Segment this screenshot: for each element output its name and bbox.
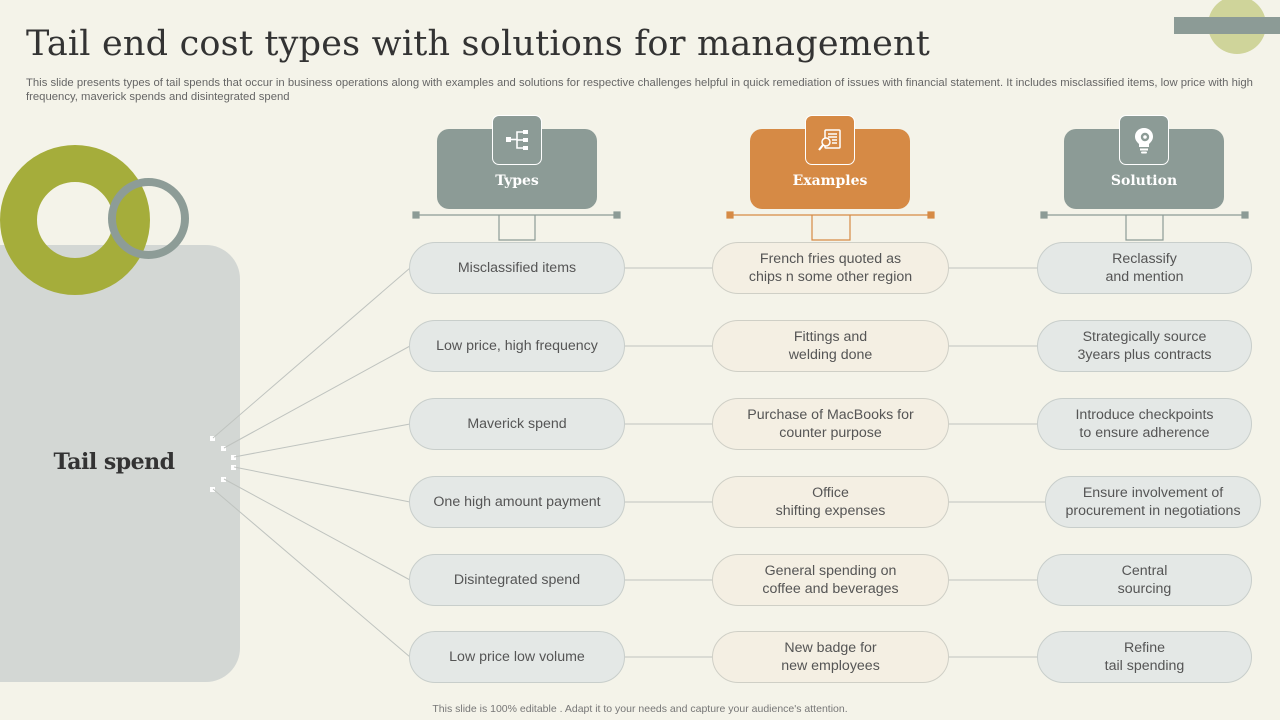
type-pill: One high amount payment [409, 476, 625, 528]
example-pill: Purchase of MacBooks for counter purpose [712, 398, 949, 450]
bracket-types [412, 211, 621, 241]
document-search-icon [805, 115, 855, 165]
solution-pill: Introduce checkpoints to ensure adherenc… [1037, 398, 1252, 450]
header-solution: Solution [1064, 115, 1224, 209]
solution-pill: Ensure involvement of procurement in neg… [1045, 476, 1261, 528]
example-pill: Fittings and welding done [712, 320, 949, 372]
type-pill: Low price low volume [409, 631, 625, 683]
center-label: Tail spend [53, 449, 175, 475]
type-pill: Maverick spend [409, 398, 625, 450]
solution-pill: Refine tail spending [1037, 631, 1252, 683]
header-types-label: Types [495, 173, 539, 189]
tail-spend-panel [0, 245, 240, 682]
example-pill: General spending on coffee and beverages [712, 554, 949, 606]
bracket-examples [726, 211, 935, 241]
solution-pill: Central sourcing [1037, 554, 1252, 606]
example-pill: Office shifting expenses [712, 476, 949, 528]
header-solution-label: Solution [1110, 173, 1178, 189]
connector-dot [210, 487, 215, 492]
bracket-solution [1040, 211, 1249, 241]
example-pill: French fries quoted as chips n some othe… [712, 242, 949, 294]
header-examples: Examples [750, 115, 910, 209]
type-pill: Misclassified items [409, 242, 625, 294]
header-types: Types [437, 115, 597, 209]
lightbulb-gear-icon [1119, 115, 1169, 165]
connector-dot [231, 455, 236, 460]
row-lines [624, 267, 1046, 658]
solution-pill: Reclassify and mention [1037, 242, 1252, 294]
example-pill: New badge for new employees [712, 631, 949, 683]
type-pill: Low price, high frequency [409, 320, 625, 372]
slide-subtitle: This slide presents types of tail spends… [26, 77, 1253, 103]
slide-title: Tail end cost types with solutions for m… [26, 24, 931, 64]
hierarchy-icon [492, 115, 542, 165]
type-pill: Disintegrated spend [409, 554, 625, 606]
corner-decor-bar [1174, 17, 1280, 34]
footer-note: This slide is 100% editable . Adapt it t… [432, 703, 848, 715]
decor-ring-small [108, 178, 189, 259]
fan-lines [212, 267, 411, 658]
solution-pill: Strategically source 3years plus contrac… [1037, 320, 1252, 372]
header-examples-label: Examples [792, 173, 868, 189]
connector-dot [221, 446, 226, 451]
connector-dot [210, 436, 215, 441]
connector-dot [231, 465, 236, 470]
connector-dot [221, 477, 226, 482]
